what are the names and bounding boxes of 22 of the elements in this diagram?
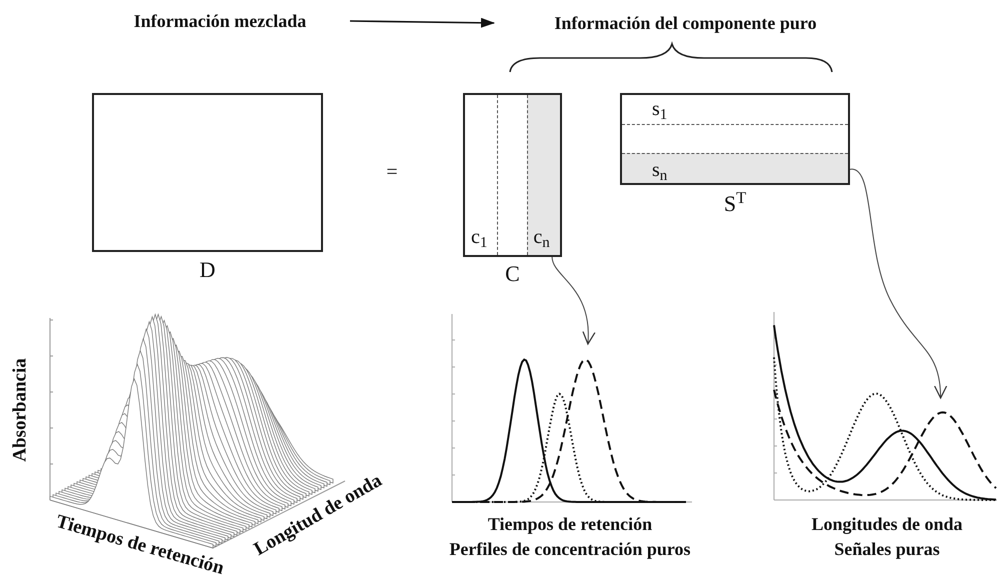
axis-label: Absorbancia [10, 358, 30, 462]
arrow [850, 168, 947, 399]
heading-text: Información mezclada [100, 8, 340, 34]
matrix-index-label: c$_{1}$ [471, 227, 488, 247]
matrix-name: D [200, 256, 216, 284]
matrix-name: S$^{T}$ [724, 190, 746, 218]
matrix-box [463, 93, 562, 257]
matrix-index-label: s$_{1}$ [652, 99, 668, 119]
matrix-box [92, 93, 323, 252]
equals-sign: = [386, 162, 398, 182]
matrix-index-label: s$_{n}$ [652, 160, 668, 180]
arrow [350, 18, 495, 28]
axis-caption: Longitudes de onda [811, 513, 963, 536]
arrow [552, 256, 595, 345]
matrix-name: C [505, 260, 520, 288]
heading-text: Información del componente puro [498, 10, 873, 36]
axis-caption: Perfiles de concentración puros [449, 538, 691, 561]
axis-caption: Señales puras [834, 538, 940, 561]
matrix-box [620, 93, 850, 185]
axis-caption: Tiempos de retención [488, 513, 652, 536]
axis-label: Tiempos de retención [54, 512, 226, 578]
matrix-index-label: c$_{n}$ [533, 227, 550, 247]
